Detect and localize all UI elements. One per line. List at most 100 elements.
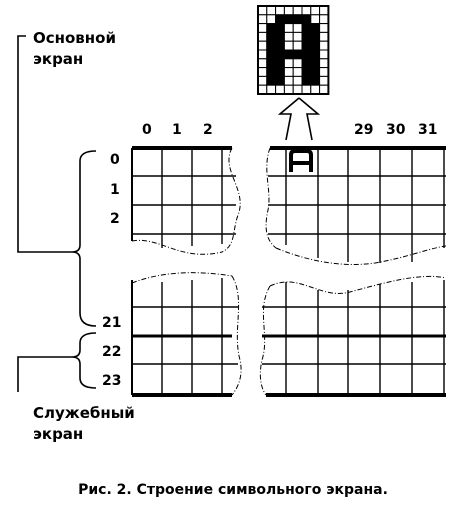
glyph-pixel	[283, 84, 294, 95]
row-number-2: 2	[110, 211, 120, 227]
glyph-pixel	[283, 31, 294, 42]
glyph-pixel	[283, 58, 294, 69]
glyph-pixel	[310, 49, 321, 60]
glyph-pixel	[319, 84, 329, 95]
grid-bottom-left	[131, 272, 242, 397]
glyph-pixel	[283, 75, 294, 86]
column-number-30: 30	[386, 122, 406, 138]
glyph-pixel	[301, 23, 312, 33]
glyph-pixel	[319, 23, 329, 33]
glyph-pixel	[292, 5, 303, 16]
glyph-pixel	[310, 67, 321, 77]
glyph-pixel	[275, 5, 285, 16]
service-screen-label-line1: Служебный	[33, 404, 135, 422]
column-number-31: 31	[418, 122, 438, 138]
glyph-pixel	[319, 31, 329, 42]
glyph-pixel	[275, 75, 285, 86]
row-number-23: 23	[102, 373, 122, 389]
glyph-pixel	[257, 40, 268, 51]
glyph-pixel	[266, 31, 277, 42]
glyph-pixel	[266, 75, 277, 86]
grid-top-right	[265, 146, 447, 265]
glyph-pixel	[257, 14, 268, 25]
glyph-pixel	[301, 75, 312, 86]
glyph-pixel	[319, 67, 329, 77]
glyph-pixel	[310, 23, 321, 33]
glyph-pixel	[310, 84, 321, 95]
glyph-pixel	[301, 84, 312, 95]
glyph-pixel	[292, 84, 303, 95]
column-number-0: 0	[142, 122, 152, 138]
glyph-pixel	[275, 67, 285, 77]
glyph-pixel	[266, 5, 277, 16]
row-number-22: 22	[102, 344, 122, 360]
grid-top-left	[131, 146, 241, 255]
glyph-pixel	[292, 75, 303, 86]
glyph-pixel	[292, 40, 303, 51]
glyph-pixel	[257, 23, 268, 33]
glyph-pixel	[310, 31, 321, 42]
glyph-pixel	[266, 23, 277, 33]
figure-caption: Рис. 2. Строение символьного экрана.	[78, 482, 388, 498]
glyph-pixel	[275, 14, 285, 25]
glyph-pixel	[266, 84, 277, 95]
main-screen-label-line1: Основной	[33, 29, 116, 47]
glyph-pixel	[301, 58, 312, 69]
glyph-pixel	[283, 67, 294, 77]
glyph-pixel	[292, 67, 303, 77]
glyph-pixel	[257, 84, 268, 95]
glyph-pixel	[275, 23, 285, 33]
grid-bottom-right	[259, 275, 447, 397]
glyph-pixel	[283, 40, 294, 51]
row-number-1: 1	[110, 182, 120, 198]
glyph-pixel	[257, 75, 268, 86]
glyph-pixel	[301, 67, 312, 77]
glyph-pixel	[283, 23, 294, 33]
glyph-pixel	[301, 40, 312, 51]
cell-character-icon	[289, 149, 313, 172]
glyph-pixel	[257, 49, 268, 60]
glyph-pixel	[283, 5, 294, 16]
glyph-pixel	[283, 14, 294, 25]
glyph-pixel	[292, 14, 303, 25]
glyph-pixel	[275, 84, 285, 95]
row-number-21: 21	[102, 315, 122, 331]
glyph-pixel	[266, 40, 277, 51]
glyph-pixel	[310, 5, 321, 16]
glyph-pixel	[292, 49, 303, 60]
glyph-pixel	[310, 75, 321, 86]
glyph-pixel	[319, 40, 329, 51]
glyph-pixel	[266, 14, 277, 25]
glyph-pixel	[310, 58, 321, 69]
glyph-pixel	[310, 14, 321, 25]
magnified-character-grid	[257, 5, 330, 95]
service-screen-bracket	[17, 332, 97, 392]
column-number-1: 1	[172, 122, 182, 138]
glyph-pixel	[257, 67, 268, 77]
glyph-pixel	[257, 31, 268, 42]
glyph-pixel	[319, 49, 329, 60]
glyph-pixel	[292, 31, 303, 42]
glyph-pixel	[275, 58, 285, 69]
service-screen-label-line2: экран	[33, 425, 84, 443]
glyph-border	[257, 5, 330, 95]
magnify-arrow	[277, 97, 321, 141]
glyph-pixel	[292, 58, 303, 69]
glyph-pixel	[301, 14, 312, 25]
row-number-0: 0	[110, 152, 120, 168]
glyph-pixel	[292, 23, 303, 33]
glyph-pixel	[275, 49, 285, 60]
main-screen-label-line2: экран	[33, 50, 84, 68]
glyph-pixel	[266, 58, 277, 69]
glyph-pixel	[266, 67, 277, 77]
glyph-pixel	[319, 5, 329, 16]
glyph-pixel	[257, 58, 268, 69]
glyph-pixel	[283, 49, 294, 60]
glyph-pixel	[275, 40, 285, 51]
glyph-pixel	[310, 40, 321, 51]
column-number-29: 29	[354, 122, 374, 138]
glyph-pixel	[257, 5, 268, 16]
glyph-pixel	[301, 5, 312, 16]
glyph-pixel	[319, 58, 329, 69]
main-screen-bracket	[17, 35, 97, 327]
